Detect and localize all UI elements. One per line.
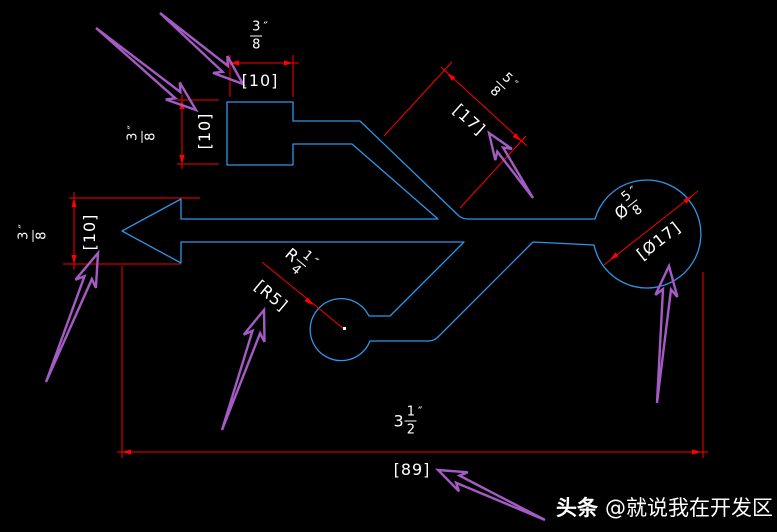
dim-overall-lines	[117, 266, 708, 458]
watermark-brand: 头条	[556, 496, 598, 520]
annotation-arrow-square-height	[95, 27, 199, 113]
watermark: 头条 @就说我在开发区	[556, 492, 773, 522]
dim-square-width-mm-label: [10]	[241, 71, 279, 90]
watermark-handle: @就说我在开发区	[605, 496, 773, 520]
circle-center-dot	[343, 327, 346, 330]
annotation-arrow-slot	[487, 130, 535, 199]
dim-diameter-line	[603, 190, 699, 266]
dim-overall-mm-label: [89]	[393, 460, 431, 479]
dim-radius-leader	[261, 261, 345, 330]
dim-arm-height-mm-label: [10]	[80, 213, 99, 251]
annotation-arrows	[44, 12, 679, 522]
part-outline	[121, 101, 702, 362]
annotation-arrow-overall	[434, 468, 546, 522]
annotation-arrow-diameter	[654, 262, 679, 404]
annotation-arrow-arm-height	[44, 249, 100, 383]
annotation-arrow-radius	[220, 306, 266, 431]
dim-slot-lines	[383, 61, 528, 209]
dim-square-height-mm-label: [10]	[195, 112, 214, 150]
dimension-lines	[63, 55, 708, 458]
annotation-arrow-square-width	[159, 12, 246, 87]
dimension-arrowheads	[71, 60, 701, 455]
